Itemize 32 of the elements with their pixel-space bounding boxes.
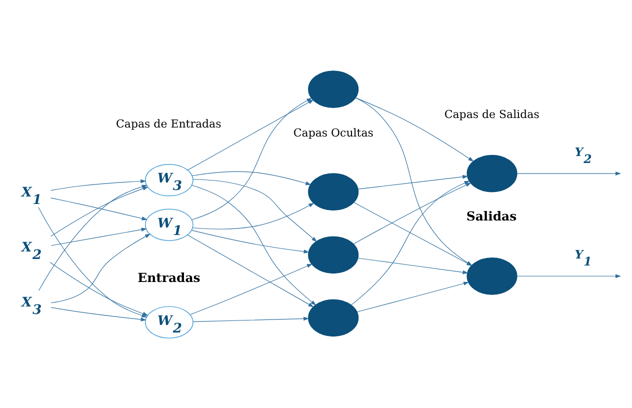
arrow bbox=[355, 96, 474, 162]
arrow bbox=[358, 257, 468, 274]
arrow bbox=[192, 178, 318, 242]
label: Capas de Entradas bbox=[116, 117, 222, 130]
arrow bbox=[50, 186, 148, 236]
arrow bbox=[516, 274, 622, 278]
arrow bbox=[191, 97, 312, 220]
arrow bbox=[38, 184, 148, 290]
arrow bbox=[50, 306, 146, 321]
arrow bbox=[192, 184, 316, 306]
label: Salidas bbox=[466, 208, 517, 224]
arrow bbox=[187, 234, 314, 307]
arrow bbox=[192, 170, 312, 185]
arrow bbox=[358, 174, 468, 189]
arrow bbox=[50, 227, 147, 246]
arrow bbox=[50, 233, 151, 303]
arrow bbox=[38, 206, 148, 317]
arrow bbox=[187, 99, 314, 170]
arrow bbox=[50, 197, 148, 220]
arrow bbox=[191, 230, 310, 253]
label: Entradas bbox=[138, 270, 200, 285]
arrow bbox=[350, 180, 470, 305]
arrow bbox=[190, 263, 312, 314]
arrow bbox=[50, 262, 148, 316]
arrow bbox=[192, 202, 314, 229]
arrow bbox=[356, 281, 470, 312]
arrow bbox=[353, 182, 472, 244]
label: Capas de Salidas bbox=[444, 108, 540, 121]
arrow bbox=[516, 171, 622, 175]
arrow bbox=[50, 178, 146, 190]
label: Capas Ocultas bbox=[293, 126, 374, 140]
arrow bbox=[192, 316, 310, 322]
